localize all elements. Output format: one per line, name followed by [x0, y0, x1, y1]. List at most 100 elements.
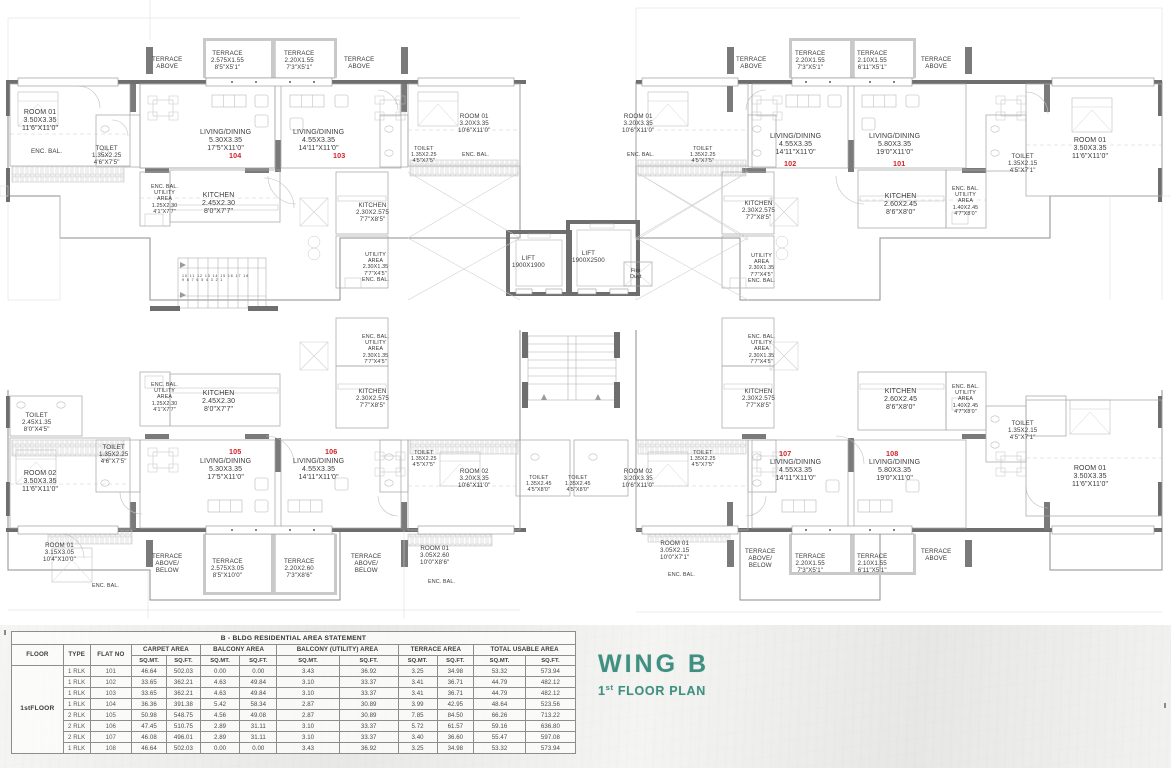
cell-balc_sqft: 58.34 — [239, 698, 278, 710]
cell-util_sqft: 36.92 — [338, 742, 399, 754]
wing-title: WING B — [598, 650, 710, 678]
cell-balc_sqft: 0.00 — [239, 742, 278, 754]
cell-carpet_sqft: 362.21 — [166, 687, 201, 699]
cell-balc_sqmt: 2.89 — [199, 731, 241, 743]
cell-balc_sqft: 31.11 — [239, 731, 278, 743]
cell-carpet_sqmt: 50.98 — [131, 709, 167, 721]
cell-terr_sqmt: 7.85 — [397, 709, 438, 721]
cell-flat: 107 — [89, 731, 133, 743]
cell-terr_sqft: 42.95 — [436, 698, 475, 710]
cell-util_sqmt: 2.87 — [276, 709, 340, 721]
header-unit-1-sqft: SQ.FT. — [239, 655, 278, 666]
cell-tot_sqft: 573.94 — [524, 742, 577, 754]
cell-flat: 103 — [89, 687, 133, 699]
cell-balc_sqft: 49.84 — [239, 676, 278, 688]
header-unit-3-sqft: SQ.FT. — [436, 655, 475, 666]
cell-terr_sqmt: 3.40 — [397, 731, 438, 743]
cell-tot_sqmt: 48.64 — [473, 698, 526, 710]
cell-balc_sqmt: 4.56 — [199, 709, 241, 721]
cell-balc_sqft: 49.84 — [239, 687, 278, 699]
header-group-carpet: CARPET AREA — [131, 644, 201, 656]
header-unit-1-sqmt: SQ.MT. — [199, 655, 241, 666]
cell-flat: 101 — [89, 665, 133, 677]
cell-util_sqft: 33.37 — [338, 676, 399, 688]
header-unit-4-sqft: SQ.FT. — [524, 655, 577, 666]
edge-tick-right — [1164, 703, 1166, 708]
cell-tot_sqmt: 53.32 — [473, 742, 526, 754]
cell-tot_sqft: 713.22 — [524, 709, 577, 721]
title-band: B - BLDG RESIDENTIAL AREA STATEMENT FLOO… — [0, 625, 1171, 768]
cell-carpet_sqmt: 46.64 — [131, 742, 167, 754]
cell-carpet_sqft: 496.01 — [166, 731, 201, 743]
header-unit-2-sqmt: SQ.MT. — [276, 655, 340, 666]
cell-terr_sqft: 34.98 — [436, 665, 475, 677]
cell-terr_sqmt: 3.41 — [397, 676, 438, 688]
cell-util_sqft: 30.89 — [338, 709, 399, 721]
cell-carpet_sqmt: 47.45 — [131, 720, 167, 732]
cell-tot_sqmt: 44.79 — [473, 687, 526, 699]
cell-terr_sqft: 36.60 — [436, 731, 475, 743]
cell-terr_sqft: 36.71 — [436, 676, 475, 688]
cell-carpet_sqmt: 46.64 — [131, 665, 167, 677]
header-unit-2-sqft: SQ.FT. — [338, 655, 399, 666]
cell-tot_sqmt: 59.16 — [473, 720, 526, 732]
cell-type: 2 RLK — [62, 709, 91, 721]
cell-util_sqft: 30.89 — [338, 698, 399, 710]
cell-util_sqmt: 3.10 — [276, 720, 340, 732]
cell-carpet_sqft: 510.75 — [166, 720, 201, 732]
cell-balc_sqft: 31.11 — [239, 720, 278, 732]
cell-tot_sqmt: 44.79 — [473, 676, 526, 688]
header-unit-3-sqmt: SQ.MT. — [397, 655, 438, 666]
cell-util_sqmt: 3.43 — [276, 665, 340, 677]
cell-carpet_sqft: 502.03 — [166, 665, 201, 677]
header-unit-0-sqmt: SQ.MT. — [131, 655, 167, 666]
wing-title-block: WING B 1st FLOOR PLAN — [598, 650, 710, 699]
floor-plan-subtitle: 1st FLOOR PLAN — [598, 683, 706, 699]
cell-terr_sqft: 34.98 — [436, 742, 475, 754]
cell-balc_sqft: 0.00 — [239, 665, 278, 677]
cell-balc_sqmt: 0.00 — [199, 665, 241, 677]
header-flat-no: FLAT NO — [89, 644, 133, 666]
cell-type: 2 RLK — [62, 720, 91, 732]
header-units-row: SQ.MT.SQ.FT.SQ.MT.SQ.FT.SQ.MT.SQ.FT.SQ.M… — [12, 655, 577, 666]
cell-balc_sqft: 49.08 — [239, 709, 278, 721]
cell-flat: 102 — [89, 676, 133, 688]
cell-terr_sqmt: 5.72 — [397, 720, 438, 732]
cell-carpet_sqft: 502.03 — [166, 742, 201, 754]
cell-type: 1 RLK — [62, 687, 91, 699]
header-unit-0-sqft: SQ.FT. — [166, 655, 201, 666]
cell-tot_sqft: 482.12 — [524, 687, 577, 699]
cell-carpet_sqft: 362.21 — [166, 676, 201, 688]
header-group-total: TOTAL USABLE AREA — [473, 644, 576, 656]
cell-flat: 106 — [89, 720, 133, 732]
cell-util_sqft: 36.92 — [338, 665, 399, 677]
header-floor: FLOOR — [11, 644, 64, 666]
cell-type: 1 RLK — [62, 742, 91, 754]
cell-type: 1 RLK — [62, 676, 91, 688]
floor-label-cell: 1stFLOOR — [11, 665, 64, 754]
area-statement-table-wrapper: B - BLDG RESIDENTIAL AREA STATEMENT FLOO… — [11, 631, 577, 754]
cell-terr_sqmt: 3.25 — [397, 742, 438, 754]
cell-terr_sqmt: 3.99 — [397, 698, 438, 710]
cell-carpet_sqmt: 46.08 — [131, 731, 167, 743]
cell-flat: 104 — [89, 698, 133, 710]
header-group-terrace: TERRACE AREA — [397, 644, 475, 656]
cell-carpet_sqmt: 33.65 — [131, 687, 167, 699]
cell-tot_sqft: 636.80 — [524, 720, 577, 732]
cell-balc_sqmt: 2.89 — [199, 720, 241, 732]
cell-tot_sqft: 573.94 — [524, 665, 577, 677]
cell-util_sqft: 33.37 — [338, 731, 399, 743]
cell-flat: 105 — [89, 709, 133, 721]
header-type: TYPE — [62, 644, 91, 666]
cell-carpet_sqft: 548.75 — [166, 709, 201, 721]
